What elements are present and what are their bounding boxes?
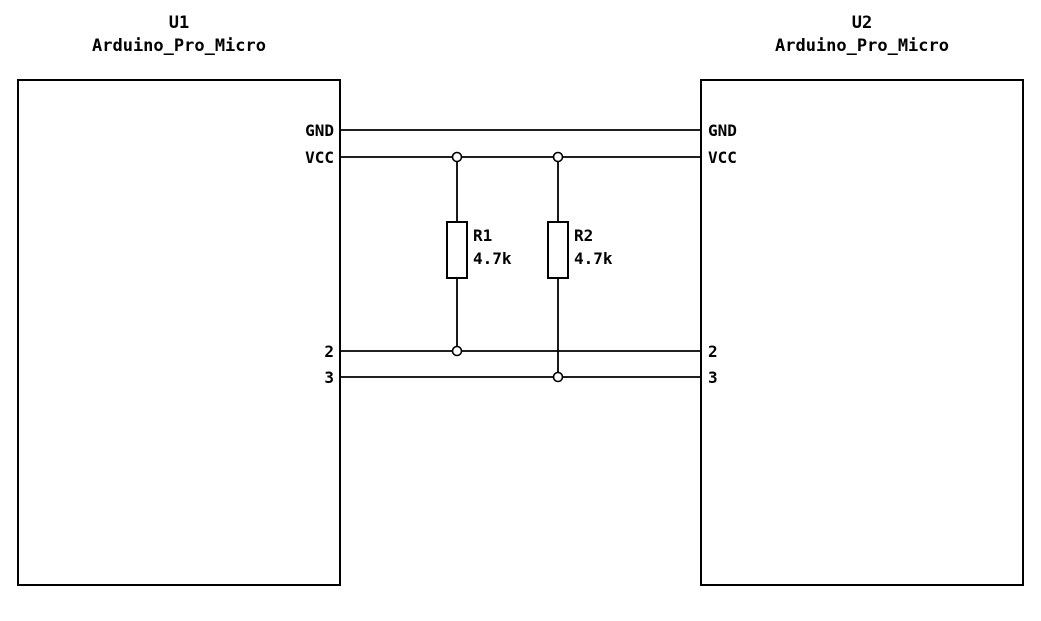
u1-body [17,79,341,586]
junctions [451,151,564,383]
junction-r1-net2 [451,345,463,357]
net-wires [340,129,701,378]
u2-pin-label-gnd: GND [708,121,737,140]
u2-pin-label-2: 2 [708,342,718,361]
u1-pin-label-gnd: GND [305,121,334,140]
r2-symbol-body [547,221,569,279]
u2-pin-label-3: 3 [708,368,718,387]
resistor-r2: R2 4.7k [547,157,613,377]
u1-pin-label-2: 2 [324,342,334,361]
r2-reference-label: R2 [574,226,593,245]
u1-pin-label-vcc: VCC [305,148,334,167]
resistor-r1: R1 4.7k [446,157,512,351]
r1-symbol-body [446,221,468,279]
u2-pin-label-vcc: VCC [708,148,737,167]
u2-body [700,79,1024,586]
u2-reference-label: U2 [852,13,872,33]
r2-value-label: 4.7k [574,249,613,268]
r1-reference-label: R1 [473,226,492,245]
r1-value-label: 4.7k [473,249,512,268]
junction-r1-vcc [451,151,463,163]
u1-value-label: Arduino_Pro_Micro [92,36,266,56]
component-u1: U1 Arduino_Pro_Micro GND VCC 2 3 [17,13,341,586]
component-u2: U2 Arduino_Pro_Micro GND VCC 2 3 [700,13,1024,586]
u2-value-label: Arduino_Pro_Micro [775,36,949,56]
u1-reference-label: U1 [169,13,189,33]
junction-r2-vcc [552,151,564,163]
junction-r2-net3 [552,371,564,383]
u1-pin-label-3: 3 [324,368,334,387]
